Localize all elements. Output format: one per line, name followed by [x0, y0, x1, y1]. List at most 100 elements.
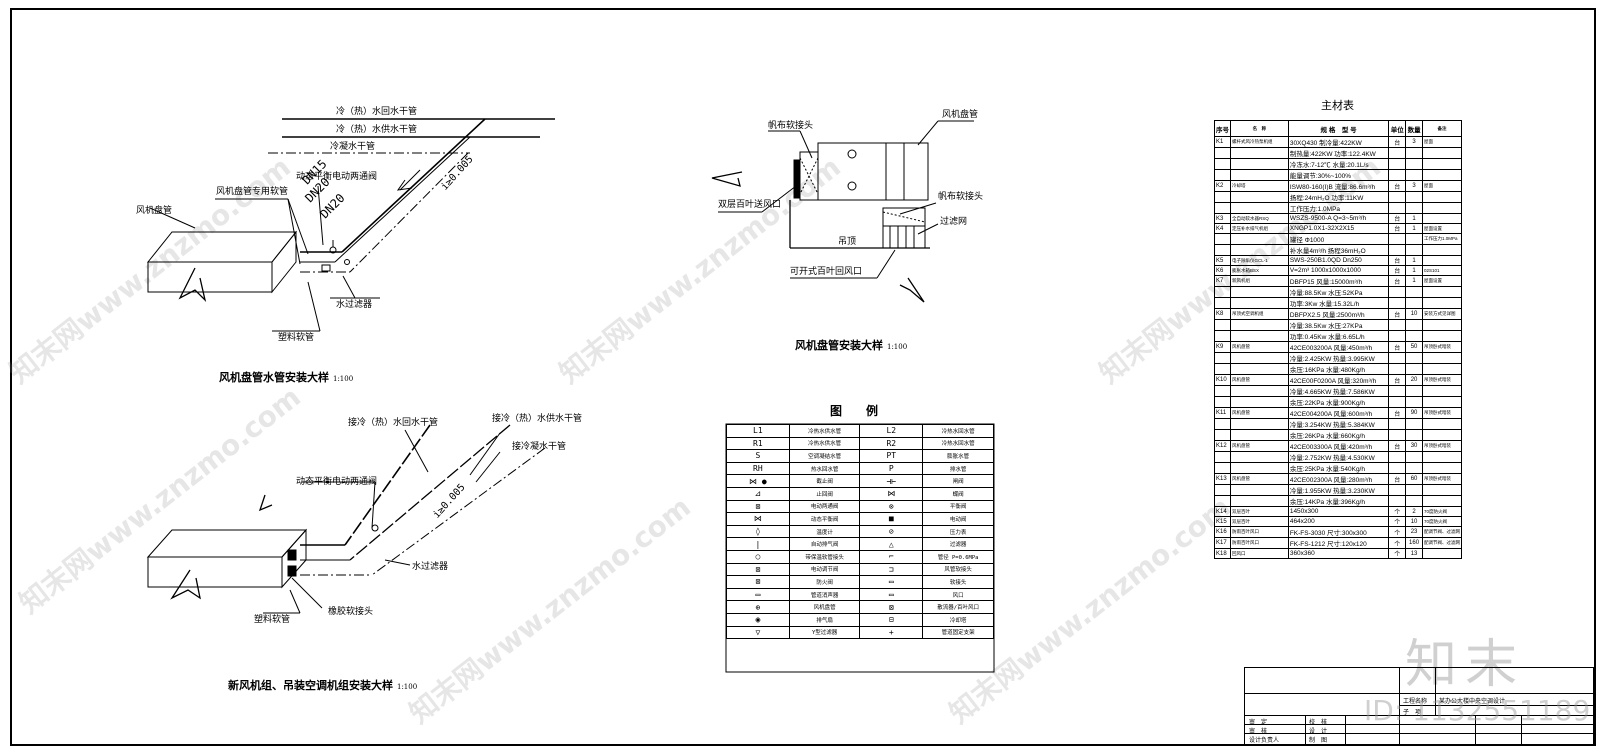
- material-cell: 42CE004200A 风量:600m³/h: [1287, 407, 1390, 419]
- material-cell: 吊顶卧式暗装: [1421, 473, 1463, 485]
- material-cell: 余压:14KPa 水量:396Kg/h: [1287, 495, 1390, 507]
- legend-symbol: ▭: [726, 587, 790, 602]
- material-cell: 42CE00F0200A 风量:320m³/h: [1287, 374, 1390, 386]
- material-cell: [1230, 396, 1289, 408]
- legend-description: 电动阀: [922, 512, 994, 526]
- material-cell: [1421, 213, 1463, 224]
- material-cell: 160: [1405, 537, 1423, 549]
- material-cell: [1405, 202, 1423, 214]
- material-cell: [1388, 429, 1407, 441]
- material-cell: 吊顶卧式暗装: [1421, 374, 1463, 386]
- material-cell: 3: [1405, 136, 1423, 148]
- legend-description: 管道固定支架: [922, 625, 994, 640]
- material-cell: [1214, 462, 1231, 474]
- legend-symbol: ▽: [726, 625, 790, 640]
- d1-title-text: 风机盘管水管安装大样: [219, 371, 329, 384]
- material-row: 余压:25KPa 水量:540Kg/h: [1214, 462, 1463, 474]
- material-cell: 23: [1405, 526, 1423, 538]
- material-cell: [1214, 484, 1231, 496]
- material-row: 冷量:2.752KW 热量:4.530KW: [1214, 451, 1463, 463]
- material-cell: [1388, 363, 1407, 375]
- material-cell: [1388, 244, 1407, 256]
- material-cell: 冷却塔: [1230, 180, 1289, 192]
- d2-label-plastic-hose: 塑料软管: [254, 615, 291, 625]
- material-cell: [1421, 147, 1463, 159]
- material-cell: 台: [1388, 136, 1407, 148]
- legend-description: 带保温软管接头: [788, 549, 861, 564]
- material-cell: [1405, 147, 1423, 159]
- material-cell: [1421, 286, 1463, 298]
- material-cell: K10: [1214, 374, 1231, 386]
- legend-symbol: ■: [859, 512, 924, 526]
- legend-description: 自动排气阀: [788, 537, 861, 551]
- legend-symbol: △: [859, 537, 924, 551]
- legend-description: 电动两通阀: [788, 499, 861, 514]
- material-cell: 风机盘管: [1230, 473, 1289, 485]
- material-cell: 台: [1388, 407, 1407, 419]
- material-row: 扬程:24mH₂O 功率:11KW: [1214, 191, 1463, 203]
- material-cell: 膨胀水箱BSX: [1230, 265, 1289, 276]
- material-cell: 台: [1388, 341, 1407, 353]
- legend-row: ⊿止回阀⋈蝶阀: [726, 486, 994, 501]
- material-cell: [1230, 330, 1289, 342]
- material-cell: 功率:0.45Kw 水量:6.65L/h: [1287, 330, 1390, 342]
- legend-description: 膨胀水管: [922, 449, 994, 463]
- material-cell: 配调节阀、过滤网: [1421, 526, 1463, 538]
- material-cell: 30: [1405, 440, 1423, 452]
- material-cell: K16: [1214, 526, 1231, 538]
- d3-label-supply-outlet: 双层百叶送风口: [718, 200, 782, 210]
- legend-symbol: ○: [726, 549, 790, 564]
- legend-description: 管径 P=0.6MPa: [922, 549, 994, 564]
- material-cell: 工作压力1.0MPa: [1421, 233, 1463, 245]
- material-cell: [1421, 191, 1463, 203]
- d1-label-filter: 水过滤器: [336, 300, 373, 310]
- material-cell: 双层百叶: [1230, 516, 1289, 527]
- legend-symbol: ⊐: [859, 562, 924, 577]
- material-header-cell: 数量: [1405, 120, 1423, 137]
- legend-symbol: ⊠: [726, 575, 790, 589]
- material-cell: 1: [1405, 223, 1423, 234]
- material-cell: 屋面设置: [1421, 275, 1463, 287]
- material-cell: 冷量:88.5Kw 水压:52KPa: [1287, 286, 1390, 298]
- material-cell: ISW80-160(I)B 流量:86.6m³/h: [1287, 180, 1390, 192]
- material-cell: 风机盘管: [1230, 341, 1289, 353]
- material-cell: 冷量:2.752KW 热量:4.530KW: [1287, 451, 1390, 463]
- material-cell: 42CE003300A 风量:420m³/h: [1287, 440, 1390, 452]
- material-cell: 50: [1405, 341, 1423, 353]
- material-cell: 吊顶卧式暗装: [1421, 407, 1463, 419]
- material-cell: K13: [1214, 473, 1231, 485]
- material-row: 冷量:38.5Kw 水压:27KPa: [1214, 319, 1463, 331]
- material-cell: K3: [1214, 213, 1231, 224]
- legend-description: 截止阀: [788, 474, 861, 488]
- material-cell: 配调节阀、过滤网: [1421, 537, 1463, 549]
- material-cell: [1405, 233, 1423, 245]
- legend-description: 风机盘管: [788, 600, 861, 614]
- tb-r1b: 校 核: [1309, 719, 1328, 726]
- legend-symbol: R1: [726, 436, 790, 451]
- material-cell: [1230, 147, 1289, 159]
- material-cell: 防雨百叶风口: [1230, 537, 1289, 549]
- material-cell: [1421, 352, 1463, 364]
- material-cell: 冷量:2.425KW 热量:3.995KW: [1287, 352, 1390, 364]
- material-row: 补水量4m³/h 扬程36mH₂O: [1214, 244, 1463, 256]
- material-cell: [1230, 385, 1289, 397]
- material-cell: [1214, 451, 1231, 463]
- legend-description: 空调凝结水管: [788, 449, 861, 463]
- material-cell: [1421, 484, 1463, 496]
- material-cell: 能量调节:30%~100%: [1287, 169, 1390, 181]
- d1-label-hose: 风机盘管专用软管: [216, 187, 289, 197]
- material-cell: 余压:22KPa 水量:900Kg/h: [1287, 396, 1390, 408]
- material-cell: [1230, 418, 1289, 430]
- id-watermark: ID: 1132551189: [1364, 694, 1591, 727]
- material-cell: [1230, 191, 1289, 203]
- legend-description: 风管软接头: [922, 562, 994, 577]
- material-cell: K11: [1214, 407, 1231, 419]
- brand-watermark: 知末: [1405, 635, 1526, 695]
- material-cell: FK-FS-1212 尺寸:120x120: [1287, 537, 1390, 549]
